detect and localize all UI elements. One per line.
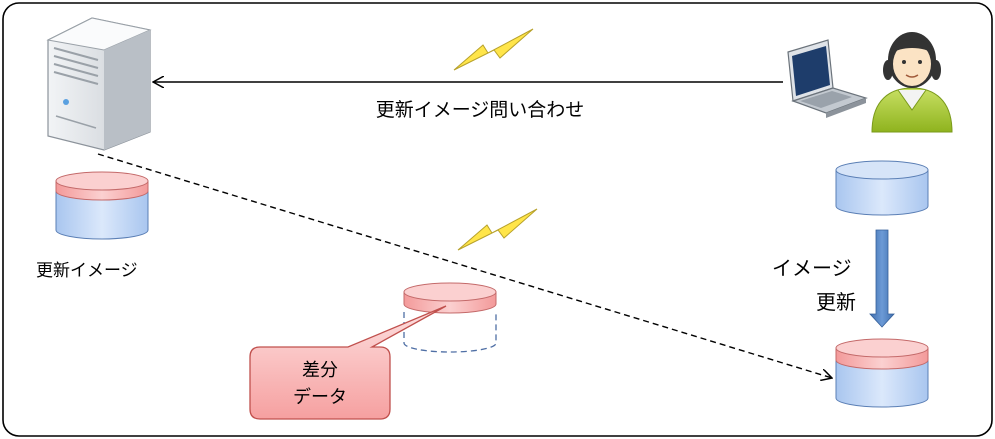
update-label-line1: イメージ — [772, 256, 852, 280]
lightning-icon — [453, 28, 534, 71]
callout-label-line2: データ — [293, 387, 347, 408]
update-arrow — [869, 229, 895, 328]
update-label-line2: 更新 — [816, 290, 856, 314]
server-label: 更新イメージ — [36, 261, 138, 281]
query-label: 更新イメージ問い合わせ — [375, 99, 585, 121]
database-icon — [835, 160, 929, 216]
database-icon — [835, 338, 929, 408]
laptop-icon — [787, 39, 868, 118]
database-icon — [55, 171, 149, 240]
callout-label-line1: 差分 — [302, 360, 338, 381]
lightning-icon — [457, 208, 538, 251]
diff-data-callout — [249, 305, 447, 420]
server-icon — [46, 17, 152, 151]
person-icon — [871, 32, 953, 133]
diff-data-arrow — [97, 153, 832, 378]
database-icon — [403, 282, 497, 353]
